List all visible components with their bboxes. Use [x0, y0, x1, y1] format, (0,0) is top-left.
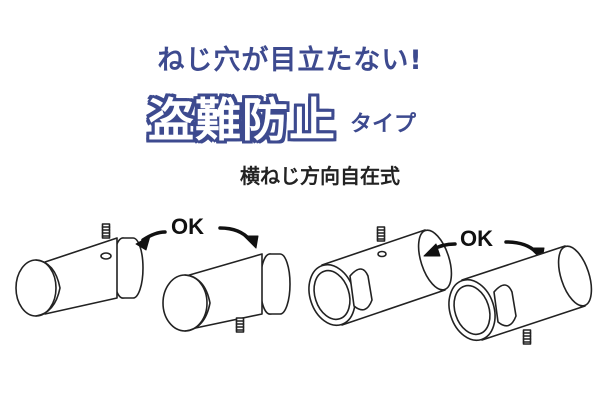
title-suffix: タイプ — [350, 112, 417, 137]
curved-arrow-icon — [135, 226, 259, 251]
screw-icon — [235, 317, 245, 333]
screw-icon — [101, 223, 111, 239]
spec-text: 横ねじ方向自在式 — [240, 164, 400, 188]
headline: ねじ穴が目立たない! — [157, 45, 423, 76]
ok-label-left: OK — [171, 214, 204, 239]
cone-hook-screw-top — [15, 237, 144, 317]
cylinder-hook-screw-top — [308, 229, 453, 327]
cylinder-hook-screw-bottom — [448, 245, 593, 342]
screw-icon — [376, 226, 386, 242]
screw-icon — [522, 329, 532, 345]
product-title: 盗難防止 タイプ — [148, 80, 448, 150]
cone-hook-screw-bottom — [162, 253, 291, 332]
title-main: 盗難防止 — [148, 93, 336, 147]
ok-label-right: OK — [460, 226, 493, 251]
